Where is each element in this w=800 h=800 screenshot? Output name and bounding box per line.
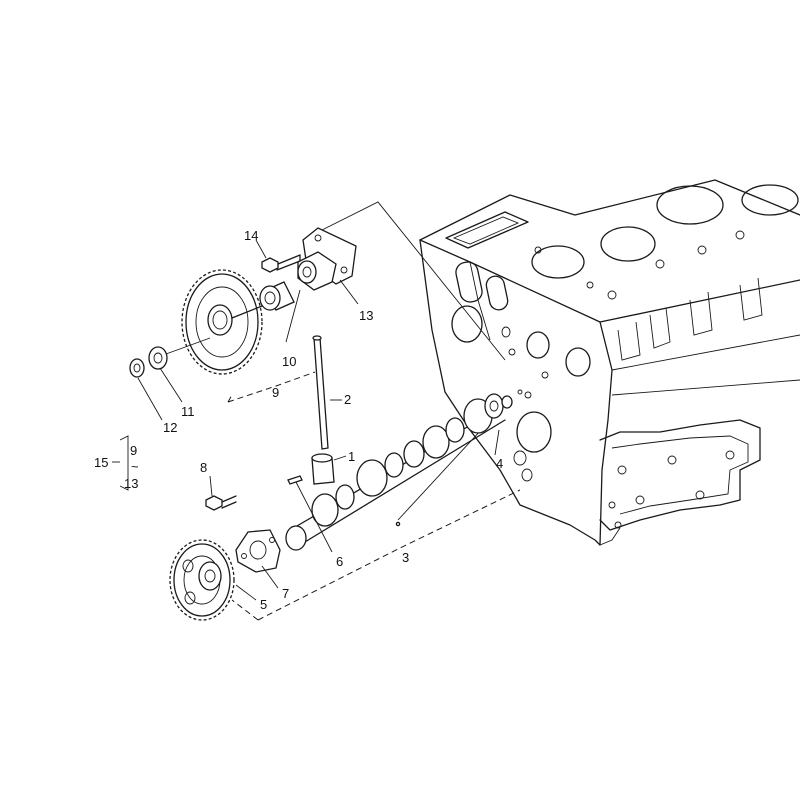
- callout-5: 5: [260, 597, 267, 612]
- group-ref-number: 15: [94, 455, 108, 470]
- callout-2: 2: [344, 392, 351, 407]
- callout-7: 7: [282, 586, 289, 601]
- plug-4: [501, 389, 523, 409]
- thrust-washer-11: [148, 346, 168, 370]
- snap-ring-12: [129, 358, 145, 378]
- idler-gear-9: [181, 269, 263, 375]
- callout-11: 11: [181, 404, 195, 419]
- engine-block: [419, 179, 800, 546]
- callout-3: 3: [402, 550, 409, 565]
- callout-13: 13: [359, 308, 373, 323]
- shaft-axis-line: [165, 337, 211, 355]
- camshaft-3: [285, 393, 506, 551]
- group-ref-to: 13: [124, 476, 138, 491]
- group-ref-from: 9: [130, 443, 137, 458]
- bolt-8: [205, 495, 237, 511]
- bracket-13: [297, 227, 357, 291]
- callout-10: 10: [282, 354, 296, 369]
- callout-6: 6: [336, 554, 343, 569]
- key-6: [287, 475, 303, 485]
- callout-14: 14: [244, 228, 258, 243]
- bushing-10: [259, 281, 295, 311]
- bolt-14: [261, 254, 301, 273]
- push-rod-2: [312, 335, 329, 450]
- callout-1: 1: [348, 449, 355, 464]
- callout-leaders: [112, 239, 500, 601]
- group-ref-tilde: ~: [131, 459, 139, 474]
- thrust-plate-7: [235, 529, 281, 573]
- callout-9: 9: [272, 385, 279, 400]
- callout-12: 12: [163, 420, 177, 435]
- callout-8: 8: [200, 460, 207, 475]
- tappet-1: [311, 453, 335, 485]
- cam-gear-5: [169, 539, 235, 621]
- callout-4: 4: [496, 456, 503, 471]
